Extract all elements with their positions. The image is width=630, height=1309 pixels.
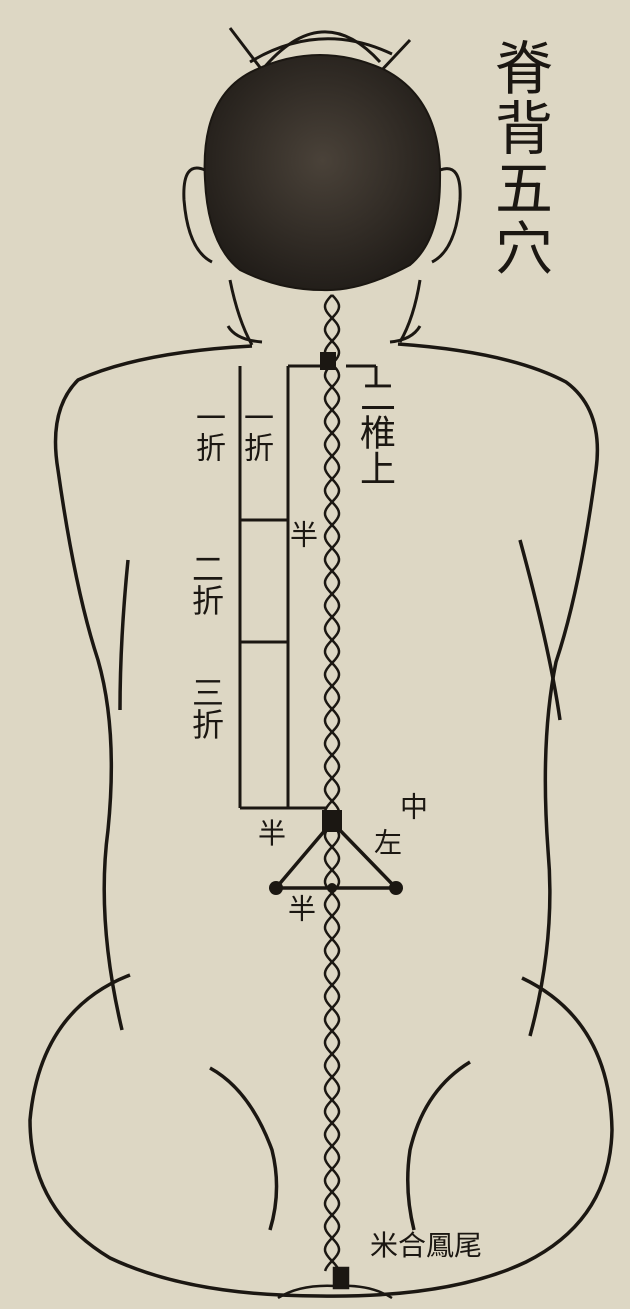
label-half-upper: 半 [288,520,316,548]
label-middle: 中 [398,792,426,820]
diagram-title: 脊背五穴 [490,38,548,278]
label-right-point: 左 [372,828,400,856]
label-half-lower: 半 [286,894,314,922]
label-fold-two: 二折 [190,552,222,616]
label-fold-three: 三折 [190,676,222,740]
back-outline [30,344,612,1296]
label-fold-one-outer: 一折 [192,402,222,462]
label-left-point: 半 [258,820,286,848]
label-footnote: 米合鳳尾 [370,1232,482,1260]
label-fold-one-inner: 一折 [240,402,270,462]
label-second-vertebra: 二椎上 [356,378,392,486]
spine-rope [325,295,339,1271]
head [184,55,460,290]
